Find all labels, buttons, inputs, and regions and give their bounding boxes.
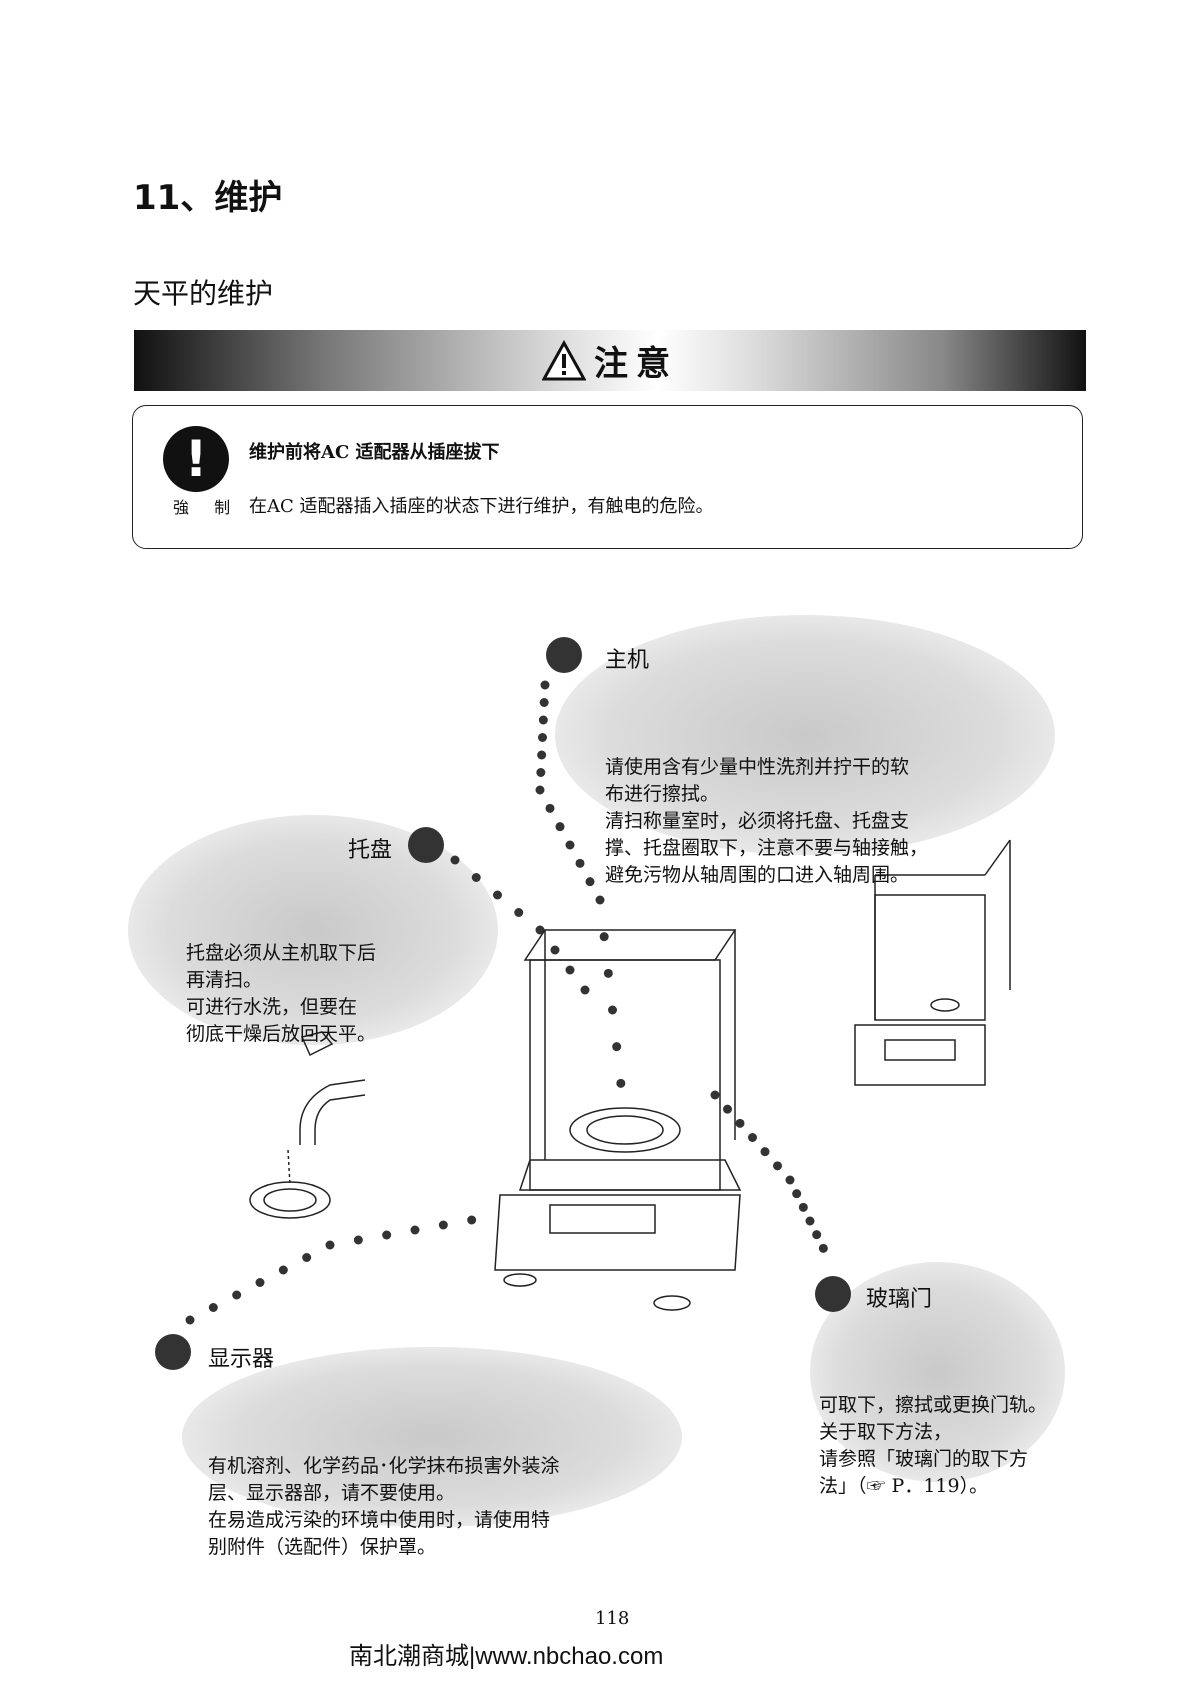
dotted-leaders: [185, 680, 828, 1325]
leader-dot: [514, 908, 524, 917]
display-text: 有机溶剂、化学药品･化学抹布损害外装涂层、显示器部，请不要使用。在易造成污染的环…: [208, 1399, 560, 1615]
leader-dot: [723, 1104, 732, 1114]
leader-dot: [438, 1220, 448, 1230]
leader-dot: [538, 715, 548, 725]
leader-dot: [798, 1202, 808, 1212]
door-line: 可取下，擦拭或更换门轨。: [819, 1394, 1048, 1416]
main-line: 清扫称量室时，必须将托盘、托盘支: [605, 810, 910, 832]
leader-dot: [382, 1230, 392, 1240]
leader-dot: [565, 840, 575, 850]
leader-dot: [535, 785, 545, 795]
leader-dot: [325, 1240, 335, 1250]
leader-dot: [450, 855, 460, 865]
main-line: 避免污物从轴周围的口进入轴周围。: [605, 864, 910, 886]
exclamation-circle-icon: !: [163, 426, 229, 492]
leader-dot: [580, 985, 590, 995]
door-line: 请参照「玻璃门的取下方: [819, 1448, 1029, 1470]
leader-dot: [540, 680, 550, 690]
door-title: 玻璃门: [866, 1287, 933, 1312]
door-callout-bg: [810, 1262, 1065, 1482]
caution-banner: 注意: [134, 330, 1086, 391]
leader-dot: [612, 1042, 622, 1052]
leader-dot: [748, 1133, 757, 1142]
subsection-heading: 天平的维护: [133, 277, 274, 310]
leader-dot: [185, 1315, 195, 1325]
leader-dot: [595, 895, 605, 905]
display-line: 层、显示器部，请不要使用。: [208, 1482, 456, 1504]
leader-dot: [535, 925, 545, 935]
display-callout-bg: [182, 1347, 682, 1527]
warning-triangle-icon: [542, 339, 586, 380]
leader-dot: [585, 877, 595, 887]
leader-dot: [760, 1147, 770, 1157]
leader-dot: [818, 1243, 828, 1253]
display-line: 有机溶剂、化学药品･化学抹布损害外装涂: [208, 1455, 560, 1477]
main-callout-bg: [555, 615, 1055, 855]
door-text: 可取下，擦拭或更换门轨。关于取下方法， 请参照「玻璃门的取下方法」（☞ P．119…: [819, 1338, 1047, 1554]
pan-line: 可进行水洗，但要在: [186, 996, 358, 1018]
leader-dot: [735, 1118, 745, 1128]
leader-dot: [565, 965, 575, 975]
leader-dot: [812, 1230, 822, 1240]
footer-watermark: 南北潮商城|www.nbchao.com: [349, 1643, 664, 1670]
leader-dot: [785, 1175, 795, 1185]
leader-dot: [278, 1265, 288, 1275]
leader-dot: [536, 768, 546, 777]
leader-dot: [232, 1290, 242, 1300]
leader-dot: [555, 822, 565, 832]
leader-dot: [603, 968, 613, 978]
main-line: 请使用含有少量中性洗剂并拧干的软: [605, 756, 910, 778]
notice-title: 维护前将AC 适配器从插座拔下: [249, 442, 500, 463]
leader-dot: [353, 1235, 363, 1245]
leader-dot: [550, 945, 560, 955]
leader-dot: [616, 1078, 626, 1088]
display-bullet-icon: [155, 1334, 191, 1370]
leader-dot: [493, 890, 502, 900]
leader-dot: [255, 1278, 265, 1287]
leader-dot: [410, 1225, 420, 1235]
leader-dot: [539, 698, 549, 707]
leader-dot: [537, 750, 547, 760]
leader-dot: [575, 858, 585, 868]
leader-dot: [545, 803, 555, 813]
pan-title: 托盘: [348, 838, 393, 863]
pan-line: 彻底干燥后放回天平。: [186, 1023, 377, 1045]
leader-dot: [599, 932, 609, 942]
caution-label: 注意: [594, 344, 678, 384]
leader-dot: [538, 733, 547, 742]
display-line: 在易造成污染的环境中使用时，请使用特: [208, 1509, 551, 1531]
leader-dot: [805, 1216, 815, 1226]
section-heading: 11、维护: [133, 178, 283, 218]
leader-dot: [710, 1090, 720, 1100]
mandatory-label: 強 制: [173, 498, 241, 517]
leader-dot: [208, 1303, 218, 1312]
notice-text: 在AC 适配器插入插座的状态下进行维护，有触电的危险。: [249, 496, 714, 517]
main-line: 撑、托盘圈取下，注意不要与轴接触，: [605, 837, 929, 859]
main-bullet-icon: [546, 637, 582, 673]
display-line: 别附件（选配件）保护罩。: [208, 1536, 437, 1558]
pan-line: 托盘必须从主机取下后: [186, 942, 377, 964]
door-bullet-icon: [815, 1276, 851, 1312]
main-line: 布进行擦拭。: [605, 783, 720, 805]
leader-dot: [608, 1005, 617, 1015]
pan-bullet-icon: [408, 827, 444, 863]
leader-dot: [471, 873, 481, 882]
pan-text: 托盘必须从主机取下后再清扫。可进行水洗，但要在彻底干燥后放回天平。: [186, 886, 376, 1102]
leader-dot: [773, 1161, 782, 1171]
leader-dot: [302, 1253, 312, 1262]
door-line: 法」（☞ P．119）。: [819, 1475, 989, 1497]
display-title: 显示器: [208, 1347, 275, 1372]
leader-dot: [792, 1189, 802, 1199]
notice-box: ! 強 制 维护前将AC 适配器从插座拔下 在AC 适配器插入插座的状态下进行维…: [132, 405, 1083, 549]
door-line: 关于取下方法，: [819, 1421, 953, 1443]
leader-dot: [467, 1215, 477, 1225]
page-number: 118: [595, 1608, 630, 1629]
pan-line: 再清扫。: [186, 969, 263, 991]
main-title: 主机: [605, 648, 650, 673]
main-text: 请使用含有少量中性洗剂并拧干的软布进行擦拭。清扫称量室时，必须将托盘、托盘支撑、…: [605, 700, 928, 943]
